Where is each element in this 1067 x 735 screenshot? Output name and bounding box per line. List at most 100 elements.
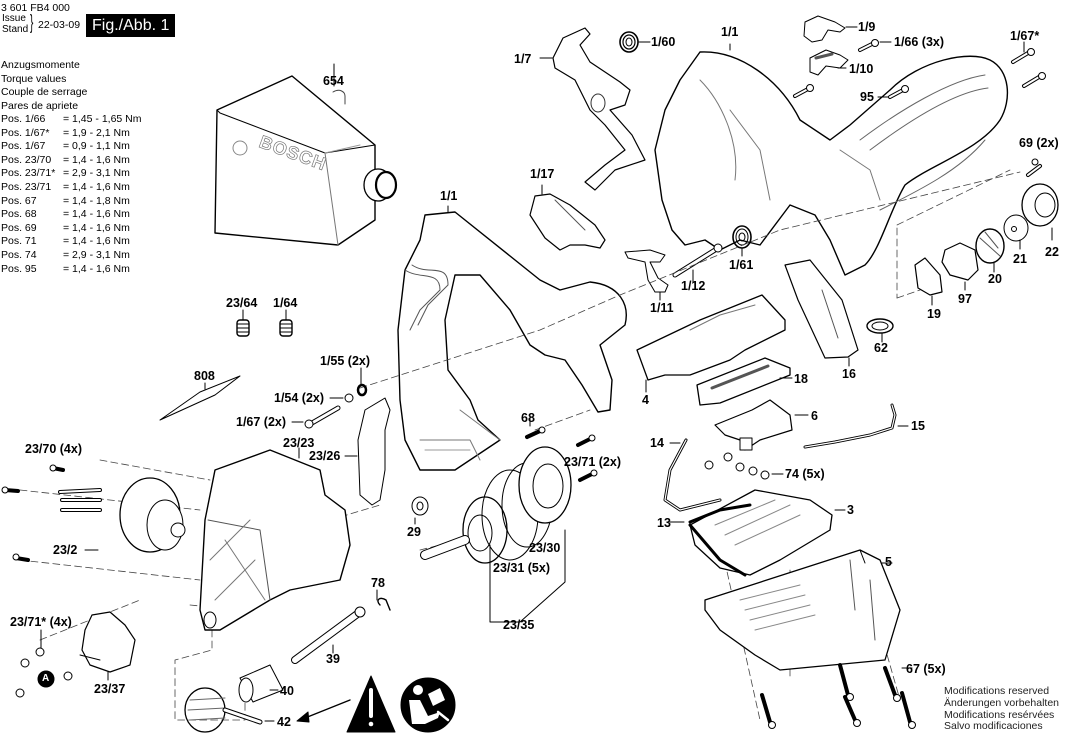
callout-1-11: 1/11 bbox=[650, 301, 674, 315]
filter-18 bbox=[696, 357, 793, 406]
callout-95: 95 bbox=[860, 90, 874, 104]
callout-23-64: 23/64 bbox=[226, 296, 258, 310]
callout-97: 97 bbox=[958, 292, 972, 306]
torque-pos: Pos. 23/70 bbox=[1, 153, 52, 166]
cable-15 bbox=[803, 403, 909, 449]
torque-pos: Pos. 1/67* bbox=[1, 126, 50, 139]
torque-value: = 1,4 - 1,6 Nm bbox=[63, 221, 130, 234]
sleeve-40 bbox=[238, 664, 284, 703]
callout-1-66: 1/66 (3x) bbox=[894, 35, 945, 49]
spring-62 bbox=[866, 318, 894, 343]
torque-value: = 2,9 - 3,1 Nm bbox=[63, 248, 130, 261]
screw-1-67 bbox=[291, 405, 341, 429]
callout-1-12: 1/12 bbox=[681, 279, 706, 293]
callout-39: 39 bbox=[326, 652, 340, 666]
issue-stand-labels: Issue Stand bbox=[2, 13, 29, 35]
torque-row: Pos. 71 = 1,4 - 1,6 Nm bbox=[1, 235, 142, 249]
torque-value: = 1,4 - 1,8 Nm bbox=[63, 194, 130, 207]
electronics-module-3 bbox=[689, 489, 846, 576]
callout-1-10: 1/10 bbox=[849, 62, 874, 76]
marker-a-label: A bbox=[42, 673, 50, 684]
torque-row: Pos. 23/70 = 1,4 - 1,6 Nm bbox=[1, 154, 142, 168]
marker-a-circle bbox=[37, 670, 55, 688]
torque-value: = 0,9 - 1,1 Nm bbox=[63, 140, 130, 153]
clip-1-10 bbox=[809, 49, 849, 76]
callout-23-71-star: 23/71* (4x) bbox=[10, 615, 72, 629]
torque-title-en: Torque values bbox=[1, 72, 67, 85]
callout-1-7: 1/7 bbox=[514, 52, 532, 66]
base-plate-5 bbox=[704, 549, 901, 671]
screws-23-71-star bbox=[15, 629, 73, 698]
clip-1-9 bbox=[803, 15, 858, 43]
torque-pos: Pos. 95 bbox=[1, 262, 37, 275]
gear-part-23-37 bbox=[79, 611, 136, 681]
screws-1-67-star bbox=[1011, 41, 1046, 88]
dust-box-654 bbox=[214, 63, 398, 246]
holder-6 bbox=[714, 399, 809, 451]
callout-4: 4 bbox=[642, 393, 649, 407]
torque-value: = 1,4 - 1,6 Nm bbox=[63, 153, 130, 166]
callout-1-54: 1/54 (2x) bbox=[274, 391, 325, 405]
torque-pos: Pos. 71 bbox=[1, 235, 37, 248]
torque-row: Pos. 74= 2,9 - 3,1 Nm bbox=[1, 249, 142, 263]
torque-row: Pos. 23/71= 1,4 - 1,6 Nm bbox=[1, 181, 142, 195]
disc-21 bbox=[1003, 214, 1029, 250]
callout-40: 40 bbox=[280, 684, 294, 698]
plate-16 bbox=[784, 259, 859, 367]
screw-68 bbox=[525, 417, 546, 439]
torque-pos: Pos. 69 bbox=[1, 221, 37, 234]
callout-14: 14 bbox=[650, 436, 664, 450]
torsion-spring-42 bbox=[184, 687, 275, 733]
callout-1-9: 1/9 bbox=[858, 20, 876, 34]
note-es: Salvo modificaciones bbox=[944, 720, 1043, 733]
callout-29: 29 bbox=[407, 525, 421, 539]
air-duct-4 bbox=[636, 294, 786, 393]
bearing-flange-23-30 bbox=[518, 446, 572, 524]
note-de: Änderungen vorbehalten bbox=[944, 696, 1060, 709]
pin-1-12 bbox=[672, 243, 723, 283]
callout-42: 42 bbox=[277, 715, 291, 729]
torque-title-fr: Couple de serrage bbox=[1, 86, 88, 98]
torque-row: Pos. 95= 1,4 - 1,6 Nm bbox=[1, 263, 142, 277]
spring-1-61 bbox=[732, 225, 752, 257]
torque-value: = 1,4 - 1,6 Nm bbox=[63, 208, 130, 221]
callout-6: 6 bbox=[811, 409, 818, 423]
callout-22: 22 bbox=[1045, 245, 1059, 259]
lock-lever-1-11 bbox=[624, 249, 669, 301]
cable-14 bbox=[663, 438, 722, 512]
brace: } bbox=[30, 12, 34, 34]
screws-23-71 bbox=[576, 434, 598, 482]
stand-label: Stand bbox=[2, 23, 29, 35]
callout-1-17: 1/17 bbox=[530, 167, 555, 181]
torque-value: = 1,4 - 1,6 Nm bbox=[63, 235, 130, 248]
callout-23-35: 23/35 bbox=[503, 618, 535, 632]
warning-triangle-icon bbox=[346, 675, 396, 733]
torque-value: = 1,9 - 2,1 Nm bbox=[63, 126, 130, 139]
callout-654: 654 bbox=[323, 74, 344, 88]
callout-1-67-star: 1/67* bbox=[1010, 29, 1040, 43]
torque-pos: Pos. 67 bbox=[1, 194, 37, 207]
callout-1-1-top: 1/1 bbox=[721, 25, 739, 39]
switch-1-17 bbox=[529, 184, 606, 251]
screws-67 bbox=[760, 663, 916, 729]
callout-68: 68 bbox=[521, 411, 535, 425]
torque-row: Pos. 69 = 1,4 - 1,6 Nm bbox=[1, 222, 142, 236]
modifications-notes: Modifications reserved Änderungen vorbeh… bbox=[944, 685, 1060, 733]
part-number: 3 601 FB4 000 bbox=[1, 2, 70, 14]
o-ring-1-55 bbox=[356, 367, 368, 397]
callout-23-26: 23/26 bbox=[309, 449, 341, 463]
callout-1-55: 1/55 (2x) bbox=[320, 354, 371, 368]
spring-23-64 bbox=[236, 309, 250, 337]
pointer-arrow bbox=[304, 699, 351, 719]
callout-5: 5 bbox=[885, 555, 892, 569]
torque-pos: Pos. 1/67 bbox=[1, 140, 46, 153]
callout-16: 16 bbox=[842, 367, 856, 381]
torque-title-es: Pares de apriete bbox=[1, 99, 79, 112]
callout-23-31: 23/31 (5x) bbox=[493, 561, 550, 575]
callout-74: 74 (5x) bbox=[785, 467, 825, 481]
torque-table: Pos. 1/66= 1,45 - 1,65 Nm Pos. 1/67*= 1,… bbox=[1, 113, 142, 276]
screws-1-66 bbox=[793, 39, 892, 98]
motor-23-2 bbox=[58, 477, 186, 553]
callout-1-60: 1/60 bbox=[651, 35, 676, 49]
washer-1-54 bbox=[329, 393, 354, 403]
